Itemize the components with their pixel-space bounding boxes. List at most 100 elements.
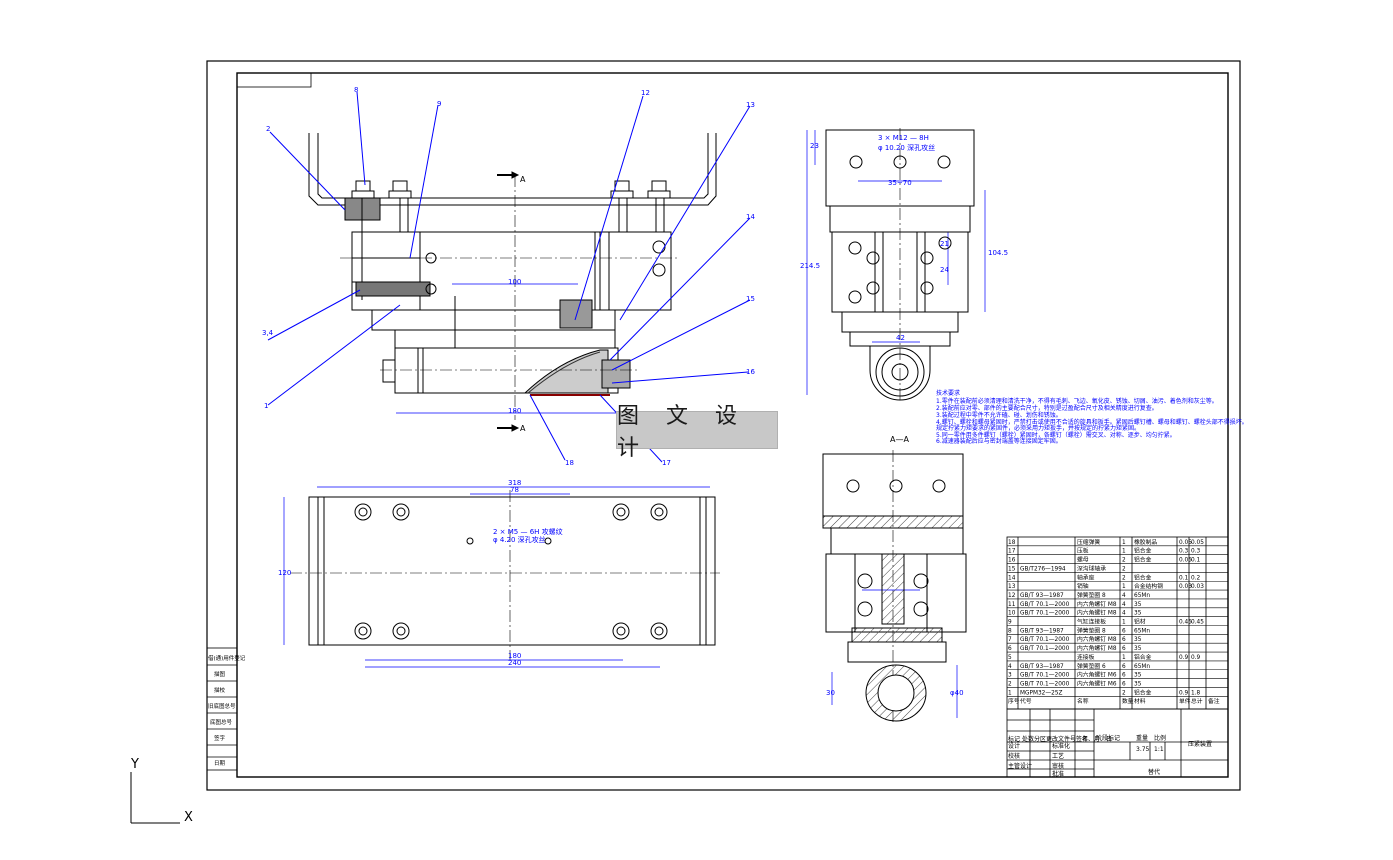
bom-cell: 铝合金 [1134,547,1152,555]
bom-cell: 6 [1122,664,1126,670]
balloon-18: 18 [565,459,574,467]
bom-cell: GB/T 93—1987 [1020,593,1064,599]
balloon-16: 16 [746,368,755,376]
bom-table [1006,536,1229,710]
bom-cell: 35 [1134,646,1142,652]
dim-120: 120 [278,569,291,577]
hole-note-plan-2: φ 4.20 深孔攻丝 [493,535,546,544]
balloon-14: 14 [746,213,755,221]
side-row-0: 借(通)用件登记 [208,654,246,662]
bom-cell: 橡胶制品 [1134,538,1157,546]
front-view [308,133,717,396]
bom-cell: 0.03 [1179,584,1192,590]
tech-req-line-4: 4.螺钉、螺栓和螺母紧固时，严禁打击或使用不合适的旋具和扳手。紧固后螺钉槽、螺母… [936,418,1248,426]
tb-change-doc: 更改文件号 [1046,735,1076,743]
tb-check: 校核 [1008,752,1020,760]
tech-requirements: 技术要求 1.零件在装配前必须清理和清洗干净，不得有毛刺、飞边、氧化皮、锈蚀、切… [936,389,1248,445]
bom-cell: 0.3 [1191,549,1201,555]
tb-count: 处数 [1022,735,1034,743]
bom-cell: 35 [1134,673,1142,679]
bom-header-cell: 代号 [1020,697,1032,705]
side-row-4: 底图总号 [210,718,233,726]
bom-cell: 15 [1008,566,1016,572]
tb-stage: 阶段标记 [1096,734,1120,742]
bom-header-cell: 名称 [1077,697,1089,705]
bom-cell: 2 [1122,566,1126,572]
balloon-1: 1 [264,402,268,410]
tb-approve: 批准 [1052,770,1064,778]
outer-frame [206,60,1241,791]
bom-cell: 4 [1122,593,1126,599]
bom-header-cell: 材料 [1134,697,1146,705]
dimension-lines [283,130,986,718]
bom-cell: 8 [1008,628,1012,634]
tb-review: 审核 [1052,762,1064,770]
watermark: 图 文 设 计 [616,404,778,461]
inner-frame [236,72,1229,778]
bom-cell: 0.1 [1191,558,1201,564]
dim-180b: 180 [508,652,521,660]
bom-cell: 0.9 [1191,655,1201,661]
bom-cell: 35 [1134,681,1142,687]
side-row-1: 描图 [214,670,226,678]
bom-cell: GB/T 70.1—2000 [1020,681,1070,687]
side-table-text: 借(通)用件登记 描图 描校 旧底图总号 底图总号 签字 日期 [208,654,246,767]
bom-header-cell: 序号 [1008,697,1020,705]
bom-cell: 螺母 [1077,556,1089,564]
bom-cell: GB/T 93—1987 [1020,628,1064,634]
bom-cell: 0.3 [1179,549,1189,555]
tb-standard: 标准化 [1052,742,1070,750]
dim-104-5: 104.5 [988,249,1008,257]
bom-cell: 深沟球轴承 [1077,564,1106,572]
side-row-2: 描校 [214,686,226,694]
dim-180: 180 [508,407,521,415]
dim-30: 30 [826,689,835,697]
title-block-text: 压紧装置 1:1 3.75 设计 校核 主管设计 标准化 工艺 审核 批准 阶段… [1008,734,1212,778]
side-table [206,647,238,771]
tech-req-line-1: 1.零件在装配前必须清理和清洗干净，不得有毛刺、飞边、氧化皮、锈蚀、切屑、油污、… [936,397,1218,405]
bom-cell: 0.2 [1191,575,1201,581]
bom-cell: 6 [1122,628,1126,634]
dim-24: 24 [940,266,949,274]
balloon-12: 12 [641,89,650,97]
bom-cell: GB/T276—1994 [1020,566,1066,572]
balloon-17: 17 [662,459,671,467]
bom-cell: 65Mn [1134,593,1150,599]
bom-cell: 6 [1008,646,1012,652]
bom-cell: 轴承座 [1077,573,1095,581]
scale-value: 1:1 [1154,746,1164,753]
bom-cell: 内六角螺钉 M8 [1077,644,1117,652]
tb-scale-label: 比例 [1154,734,1166,742]
bom-cell: 铝合金 [1134,653,1152,661]
bom-cell: 0.1 [1179,575,1189,581]
bom-cell: 6 [1122,673,1126,679]
balloon-15: 15 [746,295,755,303]
title-block [1006,708,1229,778]
bom-cell: 13 [1008,584,1016,590]
bom-header-cell: 总计 [1191,697,1203,705]
bom-cell: 1.8 [1191,690,1201,696]
side-row-6: 日期 [214,760,226,767]
code-box [236,72,312,88]
dim-318: 318 [508,479,521,487]
bom-header-cell: 单件 [1179,697,1191,705]
bom-cell: 铝材 [1134,618,1146,626]
bom-cell: 1 [1122,620,1126,626]
bom-cell: 3 [1008,673,1012,679]
dim-21: 21 [940,240,949,248]
bom-cell: 12 [1008,593,1016,599]
bom-cell: 内六角螺钉 M6 [1077,679,1117,687]
bom-cell: 9 [1008,620,1012,626]
tb-date: 年、月、日 [1082,735,1112,743]
bom-cell: GB/T 93—1987 [1020,664,1064,670]
balloon-9: 9 [437,100,441,108]
tb-mark: 标记 [1008,735,1020,743]
balloon-2: 2 [266,125,270,133]
bom-cell: 1 [1122,549,1126,555]
tb-zone: 分区 [1034,735,1046,743]
bom-cell: 11 [1008,602,1016,608]
bom-cell: 弹簧垫圈 8 [1077,626,1106,634]
bom-cell: 14 [1008,575,1016,581]
ucs-x-label: X [184,810,193,825]
